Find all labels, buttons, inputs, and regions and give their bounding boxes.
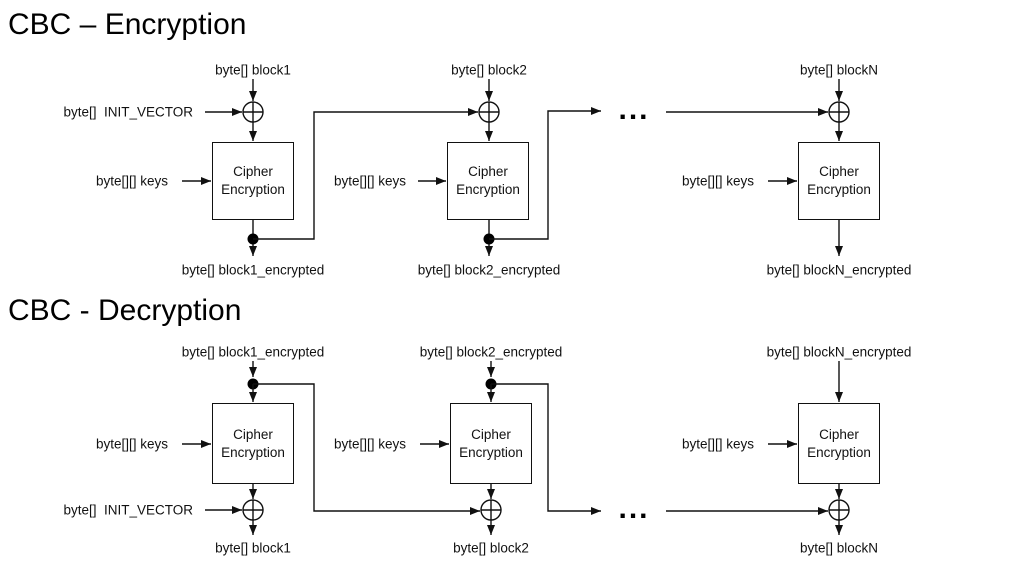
xor-icon <box>478 101 500 123</box>
encryption-section-title: CBC – Encryption <box>8 8 247 41</box>
enc-ellipsis: ... <box>618 93 650 126</box>
enc-col3-wires <box>768 79 850 256</box>
dec-chain-wire-2 <box>491 383 601 515</box>
cipher-box-line2: Encryption <box>459 444 523 460</box>
enc-output-label-1: byte[] block1_encrypted <box>181 262 325 278</box>
dec-cipher-box-3: Cipher Encryption <box>798 403 880 484</box>
enc-cipher-box-3: Cipher Encryption <box>798 142 880 220</box>
dec-output-label-1: byte[] block1 <box>215 540 291 556</box>
dec-input-label-1: byte[] block1_encrypted <box>181 344 325 360</box>
enc-cipher-box-2: Cipher Encryption <box>447 142 529 220</box>
xor-icon <box>242 499 264 521</box>
xor-icon <box>828 499 850 521</box>
dec-keys-label-3: byte[][] keys <box>681 436 754 452</box>
enc-col2-wires <box>418 79 828 256</box>
cipher-box-line1: Cipher <box>233 426 273 442</box>
cipher-box-line2: Encryption <box>807 444 871 460</box>
dec-iv-label: byte[] INIT_VECTOR <box>63 502 193 518</box>
xor-icon <box>480 499 502 521</box>
dec-input-label-3: byte[] blockN_encrypted <box>766 344 912 360</box>
dec-cipher-box-2: Cipher Encryption <box>450 403 532 484</box>
cipher-box-line1: Cipher <box>233 164 273 179</box>
enc-col1-wires <box>182 79 478 256</box>
cipher-box-line2: Encryption <box>221 182 285 197</box>
cipher-box-line1: Cipher <box>471 426 511 442</box>
dec-col3-wires <box>768 361 850 535</box>
dec-col2-wires <box>420 361 828 535</box>
cipher-box-line2: Encryption <box>456 182 520 197</box>
enc-keys-label-3: byte[][] keys <box>681 173 754 189</box>
cipher-box-line1: Cipher <box>819 164 859 179</box>
dec-output-label-3: byte[] blockN <box>799 540 879 556</box>
cipher-box-line2: Encryption <box>807 182 871 197</box>
dec-ellipsis: ... <box>618 492 650 525</box>
dec-keys-label-1: byte[][] keys <box>95 436 168 452</box>
enc-input-label-2: byte[] block2 <box>451 62 527 78</box>
enc-keys-label-1: byte[][] keys <box>95 173 168 189</box>
enc-input-label-1: byte[] block1 <box>215 62 291 78</box>
enc-output-label-3: byte[] blockN_encrypted <box>766 262 912 278</box>
enc-chain-wire-2 <box>489 107 601 240</box>
dec-input-label-2: byte[] block2_encrypted <box>419 344 563 360</box>
enc-input-label-3: byte[] blockN <box>799 62 879 78</box>
dec-col1-wires <box>182 361 480 535</box>
enc-cipher-box-1: Cipher Encryption <box>212 142 294 220</box>
decryption-section-title: CBC - Decryption <box>8 294 242 327</box>
xor-icon <box>242 101 264 123</box>
cipher-box-line1: Cipher <box>468 164 508 179</box>
enc-output-label-2: byte[] block2_encrypted <box>417 262 561 278</box>
enc-chain-wire-1 <box>253 108 478 240</box>
dec-output-label-2: byte[] block2 <box>453 540 529 556</box>
enc-keys-label-2: byte[][] keys <box>333 173 406 189</box>
cipher-box-line1: Cipher <box>819 426 859 442</box>
dec-cipher-box-1: Cipher Encryption <box>212 403 294 484</box>
enc-iv-label: byte[] INIT_VECTOR <box>63 104 193 120</box>
cipher-box-line2: Encryption <box>221 444 285 460</box>
dec-chain-wire-1 <box>253 383 480 515</box>
xor-icon <box>828 101 850 123</box>
dec-keys-label-2: byte[][] keys <box>333 436 406 452</box>
